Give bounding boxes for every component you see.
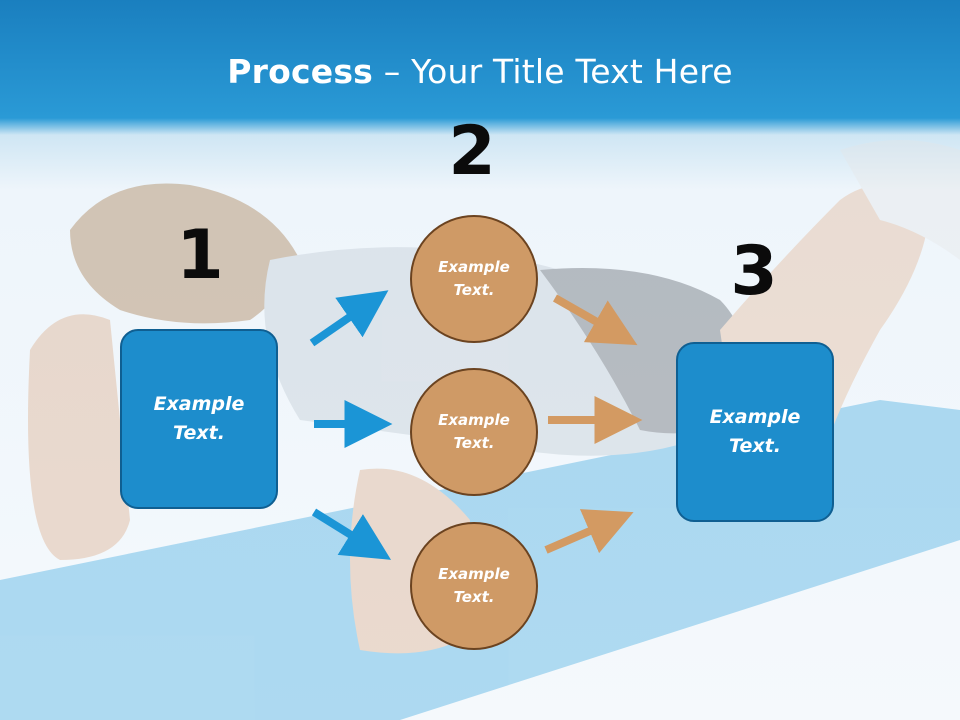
- step-3-box: Example Text.: [676, 342, 834, 522]
- step-2-circle-middle: Example Text.: [410, 368, 538, 496]
- orange-arrow-up: [544, 509, 634, 554]
- step-2-circle-bottom: Example Text.: [410, 522, 538, 650]
- blue-arrow-down: [311, 508, 392, 560]
- step-number-2: 2: [448, 112, 496, 191]
- step-1-text: Example Text.: [153, 393, 245, 444]
- step-number-1: 1: [176, 216, 224, 295]
- title-rest: – Your Title Text Here: [373, 52, 733, 91]
- step-2-text-bottom: Example Text.: [438, 565, 510, 606]
- step-2-circle-top: Example Text.: [410, 215, 538, 343]
- step-1-box: Example Text.: [120, 329, 278, 509]
- orange-arrow-down: [553, 294, 638, 346]
- step-number-3: 3: [730, 232, 778, 311]
- title-bold: Process: [227, 52, 374, 91]
- slide-title: Process – Your Title Text Here: [0, 52, 960, 91]
- step-3-text: Example Text.: [709, 406, 801, 457]
- step-2-text-middle: Example Text.: [438, 411, 510, 452]
- step-2-text-top: Example Text.: [438, 258, 510, 299]
- blue-arrow-up: [309, 290, 389, 347]
